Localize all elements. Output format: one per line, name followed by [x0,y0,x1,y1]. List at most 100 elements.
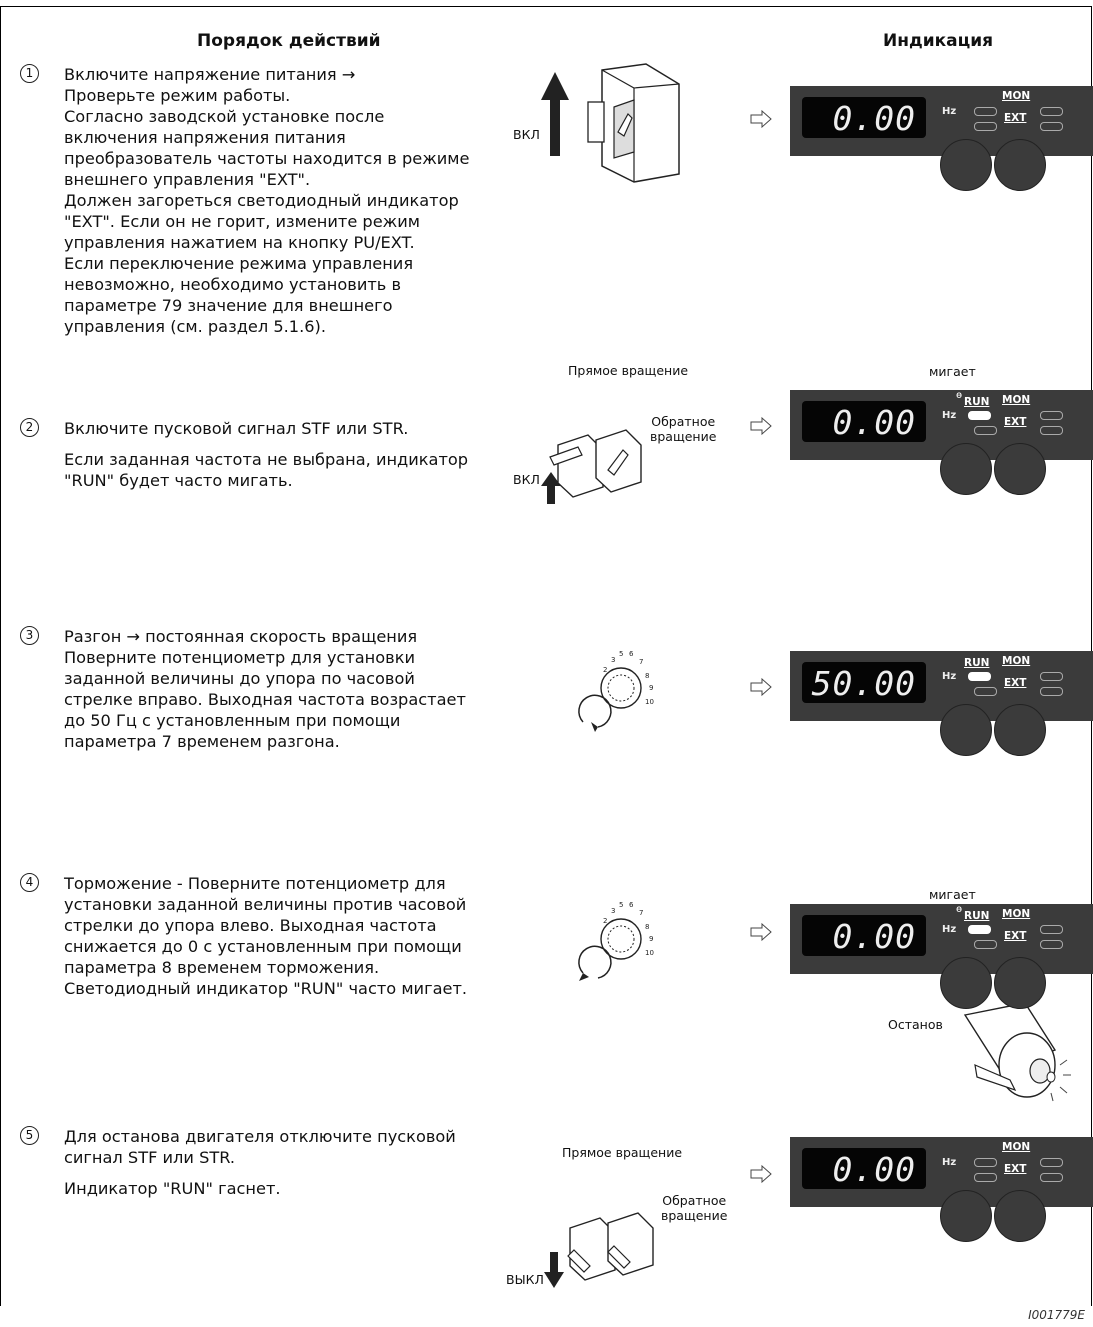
step-text: преобразователь частоты находится в режи… [64,149,470,168]
procedure-header: Порядок действий [197,31,381,51]
panel-button [940,139,992,191]
step-text: Разгон → постоянная скорость вращения [64,627,418,646]
run-label: RUN [964,910,990,922]
display-panel-4: 0.00 Hz RUN ɵ MON EXT [790,904,1093,1009]
svg-text:5: 5 [619,650,623,658]
panel-button [940,957,992,1009]
step-number: 5 [20,1126,39,1145]
label-reverse: Обратное вращение [650,414,716,444]
display-value: 0.00 [832,99,916,138]
panel-button [994,443,1046,495]
ext-label: EXT [1004,1163,1027,1175]
arrow-right-icon [750,1164,772,1184]
panel-button [994,957,1046,1009]
mon-led [1040,1158,1063,1167]
step-text: Для останова двигателя отключите пусково… [64,1127,456,1146]
mon-led [1040,925,1063,934]
ext-label: EXT [1004,112,1027,124]
label-reverse-line1: Обратное [662,1193,727,1208]
step-2: 2 Включите пусковой сигнал STF или STR. … [20,418,505,491]
display-panel-2: 0.00 Hz RUN ɵ MON EXT [790,390,1093,495]
step-text: невозможно, необходимо установить в [64,275,401,294]
pu-led [974,687,997,696]
pu-led [974,1173,997,1182]
mon-label: MON [1002,1141,1031,1153]
svg-text:7: 7 [639,909,643,917]
step-3: 3 Разгон → постоянная скорость вращения … [20,626,505,752]
ext-led [1040,687,1063,696]
run-led [974,1158,997,1167]
down-arrow-icon [544,1252,564,1288]
step-text: Индикатор "RUN" гаснет. [64,1179,281,1198]
svg-text:6: 6 [629,901,634,909]
hz-label: Hz [942,410,957,421]
display-screen: 50.00 [802,662,926,703]
panel-button [994,139,1046,191]
mon-led [1040,672,1063,681]
mon-label: MON [1002,394,1031,406]
ext-label: EXT [1004,677,1027,689]
step-number: 2 [20,418,39,437]
step-text: стрелке вправо. Выходная частота возраст… [64,690,466,709]
run-label: RUN [964,657,990,669]
step-number: 4 [20,873,39,892]
label-reverse-2: Обратное вращение [661,1193,727,1223]
svg-text:3: 3 [611,656,615,664]
svg-text:8: 8 [645,672,649,680]
svg-text:2: 2 [603,917,607,925]
ext-led [1040,1173,1063,1182]
pu-led [974,122,997,131]
step-text: Включите напряжение питания → [64,65,356,84]
step-text: "EXT". Если он не горит, измените режим [64,212,420,231]
label-on: ВКЛ [513,127,540,142]
label-blinks: мигает [929,364,976,379]
step-text: сигнал STF или STR. [64,1148,236,1167]
label-reverse-line1: Обратное [651,414,716,429]
panel-button [940,443,992,495]
panel-button [940,704,992,756]
panel-button [940,1190,992,1242]
step-text: "RUN" будет часто мигать. [64,471,293,490]
display-screen: 0.00 [802,1148,926,1189]
svg-text:2: 2 [603,666,607,674]
label-on-2: ВКЛ [513,472,540,487]
step-text: стрелки до упора влево. Выходная частота [64,916,437,935]
step-text: Включите пусковой сигнал STF или STR. [64,419,409,438]
label-off: ВЫКЛ [506,1272,544,1287]
step-text: установки заданной величины против часов… [64,895,467,914]
step-text: управления нажатием на кнопку PU/EXT. [64,233,415,252]
svg-text:10: 10 [645,698,654,706]
display-screen: 0.00 [802,401,926,442]
svg-text:9: 9 [649,684,653,692]
up-arrow-icon [541,72,569,156]
svg-text:9: 9 [649,935,653,943]
run-led [968,672,991,681]
arrow-right-icon [750,109,772,129]
label-reverse-line2: вращение [661,1208,728,1223]
step-text: Если заданная частота не выбрана, индика… [64,450,469,469]
svg-text:5: 5 [619,901,623,909]
step-text: Если переключение режима управления [64,254,414,273]
ext-label: EXT [1004,930,1027,942]
hz-label: Hz [942,924,957,935]
svg-text:6: 6 [629,650,634,658]
display-value: 50.00 [811,664,916,703]
display-panel-3: 50.00 Hz RUN MON EXT [790,651,1093,756]
step-number: 3 [20,626,39,645]
label-blinks-2: мигает [929,887,976,902]
svg-text:10: 10 [645,949,654,957]
figure-id: I001779E [1028,1308,1085,1322]
step-text: Согласно заводской установке после [64,107,385,126]
panel-button [994,704,1046,756]
mon-label: MON [1002,655,1031,667]
mon-label: MON [1002,90,1031,102]
display-panel-1: 0.00 Hz MON EXT [790,86,1093,191]
ext-label: EXT [1004,416,1027,428]
step-text: внешнего управления "EXT". [64,170,311,189]
ext-led [1040,122,1063,131]
step-5: 5 Для останова двигателя отключите пуско… [20,1126,505,1199]
svg-text:3: 3 [611,907,615,915]
label-forward-2: Прямое вращение [562,1145,683,1160]
step-text: включения напряжения питания [64,128,346,147]
hz-label: Hz [942,1157,957,1168]
